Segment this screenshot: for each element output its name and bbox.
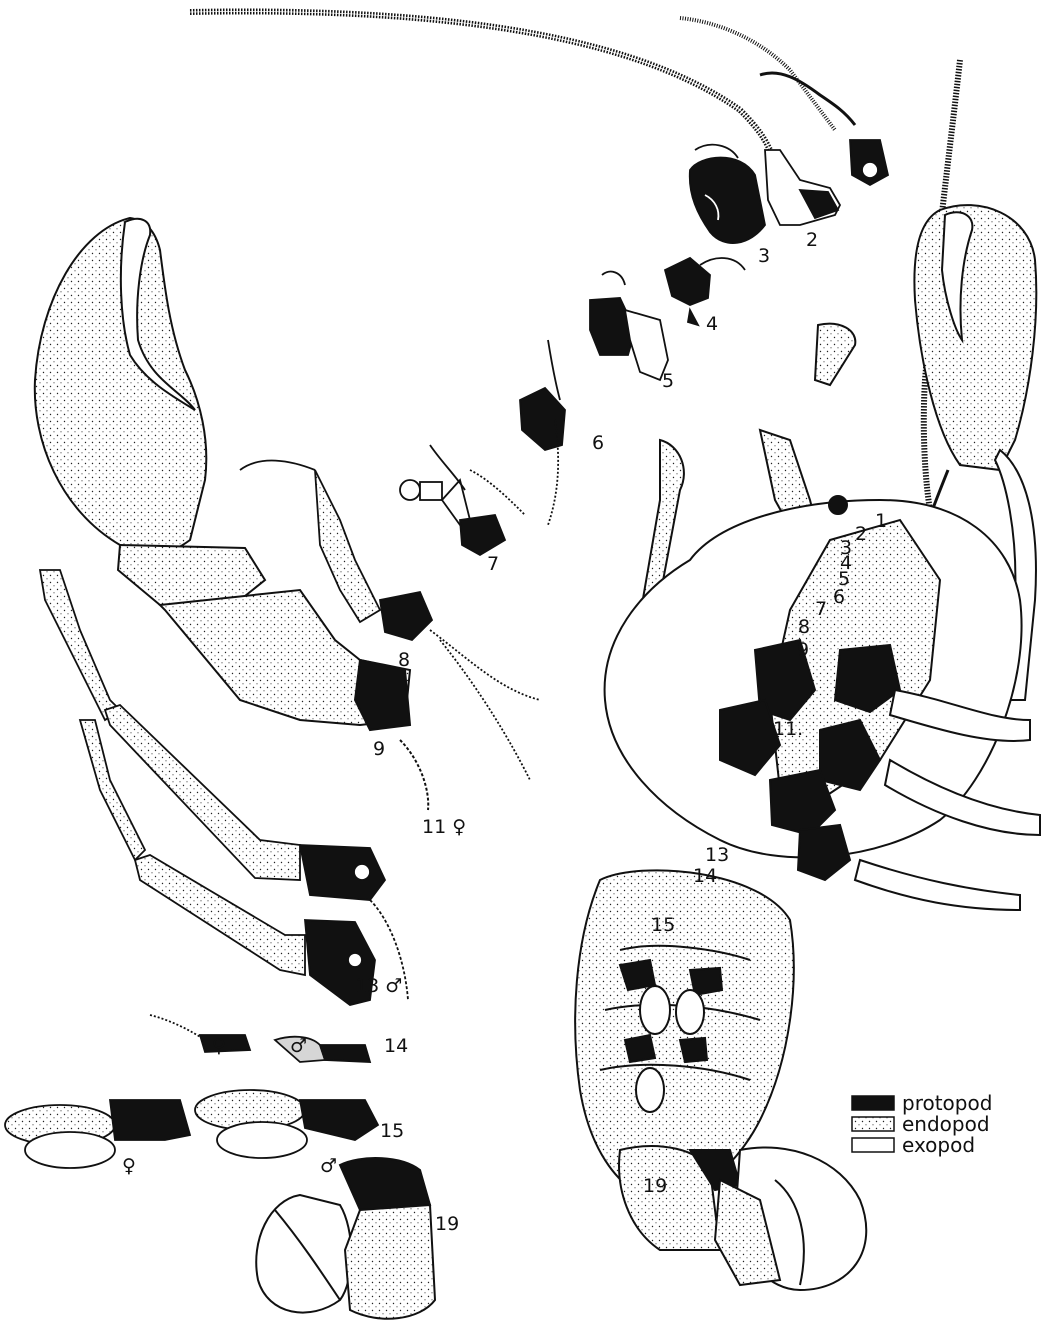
label-body-14: 14 <box>693 865 717 887</box>
appendage-14 <box>150 1015 370 1062</box>
appendage-2 <box>765 140 888 225</box>
label-body-15: 15 <box>651 914 675 936</box>
legend-swatch-exopod <box>852 1138 894 1152</box>
legend-swatch-protopod <box>852 1096 894 1110</box>
label-appendage-2: 2 <box>806 229 818 251</box>
label-body-6: 6 <box>833 586 845 608</box>
label-appendage-14: 14 <box>384 1035 408 1057</box>
appendage-5 <box>590 272 668 380</box>
appendage-4 <box>665 258 745 325</box>
label-appendage-7: 7 <box>487 553 499 575</box>
label-body-9: 9 <box>797 639 809 661</box>
legend-swatch-endopod <box>852 1117 894 1131</box>
label-body-2: 2 <box>855 523 867 545</box>
appendage-7 <box>400 445 525 555</box>
label-appendage-4: 4 <box>706 313 718 335</box>
label-appendage-13: 13 ♂ <box>355 975 402 997</box>
label-appendage-9: 9 <box>373 738 385 760</box>
label-appendage-15: 15 <box>380 1120 404 1142</box>
legend: protopod endopod exopod <box>852 1091 992 1157</box>
label-appendage-19: 19 <box>435 1213 459 1235</box>
label-body-8: 8 <box>798 616 810 638</box>
label-appendage-3: 3 <box>758 245 770 267</box>
label-appendage-6: 6 <box>592 432 604 454</box>
label-body-13: 13 <box>705 844 729 866</box>
label-appendage-8: 8 <box>398 649 410 671</box>
label-appendage-15-male: ♂ <box>320 1155 337 1177</box>
antenna-flagella <box>190 11 960 530</box>
legend-label-exopod: exopod <box>902 1133 975 1157</box>
label-appendage-14-male: ♂ <box>290 1035 307 1057</box>
label-body-1: 1 <box>875 510 887 532</box>
label-appendage-15-female: ♀ <box>122 1155 136 1177</box>
label-appendage-11: 11 ♀ <box>422 816 466 838</box>
label-appendage-14-female: ♀ <box>212 1035 226 1057</box>
label-body-11: 11. <box>773 718 803 740</box>
label-body-19: 19 <box>643 1175 667 1197</box>
label-appendage-5: 5 <box>662 370 674 392</box>
appendage-6 <box>520 340 565 525</box>
label-body-7: 7 <box>815 598 827 620</box>
appendage-3 <box>690 145 765 243</box>
appendage-19 <box>256 1158 435 1319</box>
